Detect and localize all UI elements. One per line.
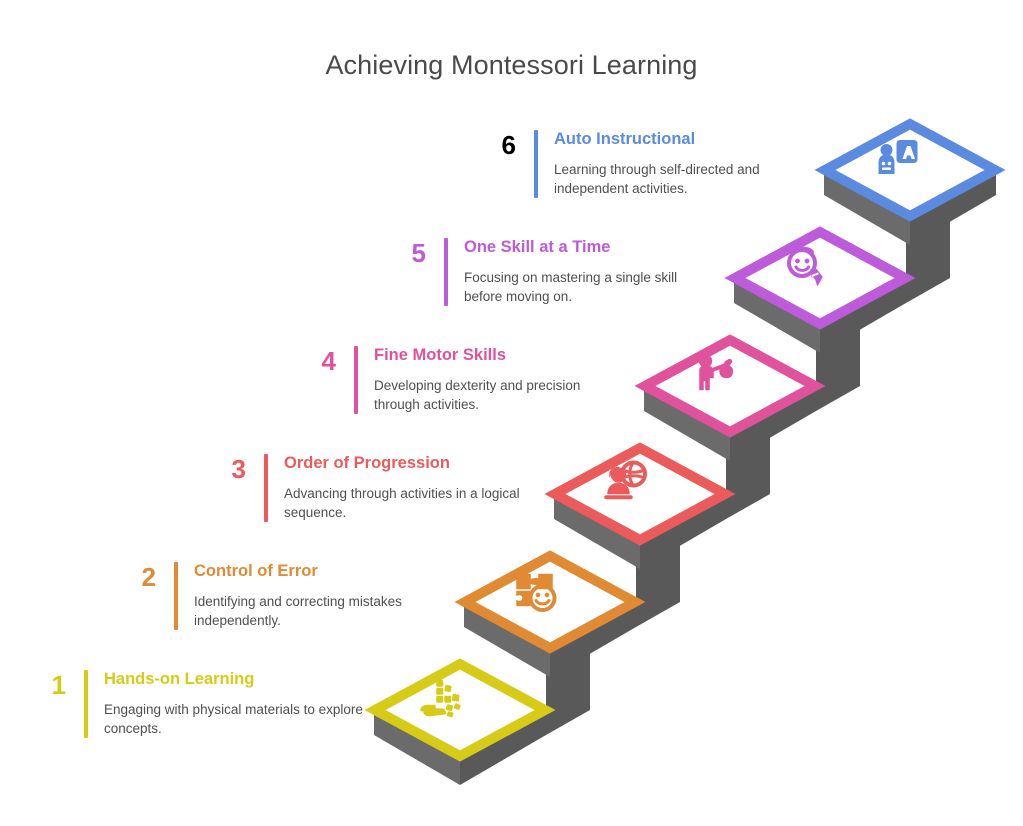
step-number-6: 6 — [501, 130, 516, 160]
step-item-2[interactable]: 2 Control of Error Identifying and corre… — [116, 562, 456, 631]
step-description-4: Developing dexterity and precision throu… — [374, 377, 581, 413]
step-rule-4 — [354, 346, 358, 415]
step-body-5: One Skill at a Time Focusing on masterin… — [464, 238, 716, 306]
step-2-riser — [636, 496, 680, 627]
step-description-5: Focusing on mastering a single skill bef… — [464, 269, 678, 305]
step-heading-5: One Skill at a Time — [464, 238, 611, 256]
step-1-diamond — [364, 658, 556, 762]
step-5-side-left — [734, 278, 820, 353]
step-4-riser — [816, 280, 860, 411]
step-3-side-left — [554, 494, 640, 569]
person-with-globe-icon — [602, 460, 647, 501]
step-rule-2 — [174, 562, 178, 631]
step-body-4: Fine Motor Skills Developing dexterity a… — [374, 346, 626, 414]
step-description-1: Engaging with physical materials to expl… — [104, 701, 363, 737]
child-face-with-pencil-icon — [787, 242, 825, 288]
step-description-3: Advancing through activities in a logica… — [284, 485, 520, 521]
step-2-side-left — [464, 602, 550, 677]
step-heading-2: Control of Error — [194, 562, 318, 580]
puzzle-child-face-icon — [514, 572, 557, 612]
step-item-6[interactable]: 6 Auto Instructional Learning through se… — [476, 130, 806, 199]
step-1-riser — [546, 604, 590, 735]
step-body-6: Auto Instructional Learning through self… — [554, 130, 806, 198]
step-1-side-left — [374, 710, 460, 785]
step-number-3: 3 — [231, 454, 246, 484]
step-heading-6: Auto Instructional — [554, 130, 696, 148]
step-4-side-right — [730, 386, 816, 461]
stair-step-2[interactable] — [454, 496, 680, 677]
step-3-side-right — [640, 494, 726, 569]
step-4-diamond — [634, 334, 826, 438]
step-heading-3: Order of Progression — [284, 454, 450, 472]
step-rule-5 — [444, 238, 448, 307]
step-3-diamond — [544, 442, 736, 546]
step-rule-6 — [534, 130, 538, 199]
step-item-5[interactable]: 5 One Skill at a Time Focusing on master… — [386, 238, 716, 307]
step-3-riser — [726, 388, 770, 519]
step-body-1: Hands-on Learning Engaging with physical… — [104, 670, 366, 738]
step-description-6: Learning through self-directed and indep… — [554, 161, 760, 197]
step-rule-1 — [84, 670, 88, 739]
step-item-4[interactable]: 4 Fine Motor Skills Developing dexterity… — [296, 346, 626, 415]
step-6-side-left — [824, 170, 910, 245]
step-item-1[interactable]: 1 Hands-on Learning Engaging with physic… — [26, 670, 366, 739]
step-description-2: Identifying and correcting mistakes inde… — [194, 593, 402, 629]
step-number-5: 5 — [411, 238, 426, 268]
step-2-diamond — [454, 550, 646, 654]
step-5-diamond — [724, 226, 916, 330]
stair-step-5[interactable] — [724, 172, 950, 353]
step-6-side-right — [910, 170, 996, 245]
hand-with-blocks-icon — [420, 679, 461, 718]
step-4-side-left — [644, 386, 730, 461]
step-heading-4: Fine Motor Skills — [374, 346, 507, 364]
child-carrying-bundle-icon — [698, 354, 734, 391]
person-with-letter-a-icon — [878, 140, 918, 174]
step-heading-1: Hands-on Learning — [104, 670, 255, 688]
stair-step-1[interactable] — [364, 604, 590, 785]
step-item-3[interactable]: 3 Order of Progression Advancing through… — [206, 454, 536, 523]
step-number-2: 2 — [141, 562, 156, 592]
step-rule-3 — [264, 454, 268, 523]
page-title: Achieving Montessori Learning — [325, 50, 698, 80]
stair-step-6[interactable] — [814, 118, 1006, 245]
step-6-diamond — [814, 118, 1006, 222]
step-2-side-right — [550, 602, 636, 677]
step-number-4: 4 — [321, 346, 336, 376]
step-1-side-right — [460, 710, 546, 785]
stair-step-4[interactable] — [634, 280, 860, 461]
step-5-side-right — [820, 278, 906, 353]
stair-step-3[interactable] — [544, 388, 770, 569]
step-body-2: Control of Error Identifying and correct… — [194, 562, 456, 630]
step-5-riser — [906, 172, 950, 303]
step-body-3: Order of Progression Advancing through a… — [284, 454, 536, 522]
step-number-1: 1 — [51, 670, 66, 700]
